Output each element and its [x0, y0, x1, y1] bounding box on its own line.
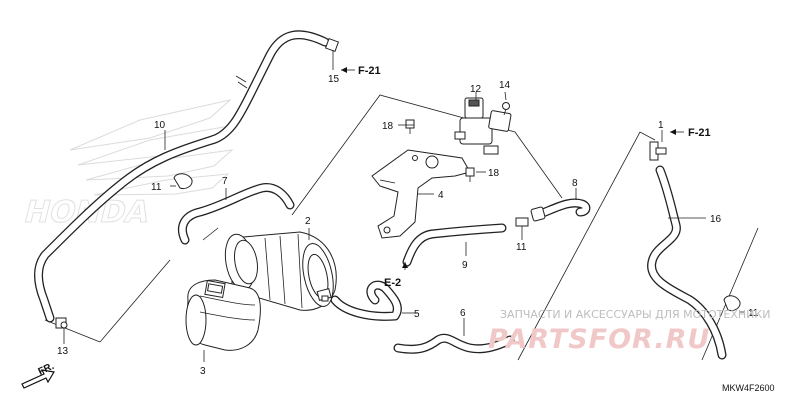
hose-6: [393, 333, 515, 354]
reference-f21-right: F-21: [688, 127, 711, 139]
watermark-line1: ЗАПЧАСТИ И АКСЕССУАРЫ ДЛЯ МОТОТЕХНИКИ: [500, 308, 770, 321]
reference-markers: F-21 F-21 E-2: [341, 65, 711, 289]
callout-12: 11: [516, 242, 527, 253]
callout-14: 13: [57, 346, 69, 357]
direction-label: FR.: [37, 361, 56, 378]
hose-9: [402, 223, 507, 267]
callout-13: 12: [470, 84, 482, 95]
reference-f21-left: F-21: [358, 65, 381, 77]
fasteners: [55, 37, 741, 329]
leader-lines: [63, 50, 745, 362]
hose-10: [34, 30, 330, 323]
front-direction-marker: FR.: [21, 361, 56, 389]
callout-3: 3: [200, 366, 206, 377]
callout-15: 14: [499, 80, 511, 91]
callout-17: 16: [710, 214, 722, 225]
callout-2: 2: [305, 216, 311, 227]
evap-canister: [224, 231, 337, 311]
callout-8: 8: [572, 178, 578, 189]
purge-solenoid-valve: [454, 97, 512, 155]
hose-7: [177, 182, 295, 245]
hose-8: [530, 198, 591, 222]
reference-e2: E-2: [384, 277, 401, 289]
callout-11-right: 11: [748, 308, 759, 319]
callout-5: 5: [414, 309, 420, 320]
watermark-line2: PARTSFOR.RU: [488, 324, 710, 355]
callout-6: 6: [460, 308, 466, 319]
callout-18-upper: 18: [382, 121, 394, 132]
catalog-code: MKW4F2600: [722, 383, 775, 393]
assembly-frame-lines: [44, 94, 759, 361]
hose-17: [647, 165, 727, 360]
callout-10: 10: [154, 120, 166, 131]
callout-18-lower: 18: [488, 168, 500, 179]
mount-bracket: [371, 149, 471, 239]
site-watermark: ЗАПЧАСТИ И АКСЕССУАРЫ ДЛЯ МОТОТЕХНИКИ PA…: [488, 308, 770, 355]
callout-1: 1: [658, 120, 664, 131]
callout-4: 4: [438, 190, 444, 201]
callout-7: 7: [222, 176, 228, 187]
callout-11-left: 11: [151, 182, 162, 193]
callout-9: 9: [462, 260, 468, 271]
callout-16: 15: [328, 74, 340, 85]
callouts: 15 10 11 7 2 3 13 12 14 18 18 4 8 11 9 5…: [57, 74, 759, 377]
canister-band: [185, 279, 261, 351]
hose-5: [330, 280, 402, 321]
